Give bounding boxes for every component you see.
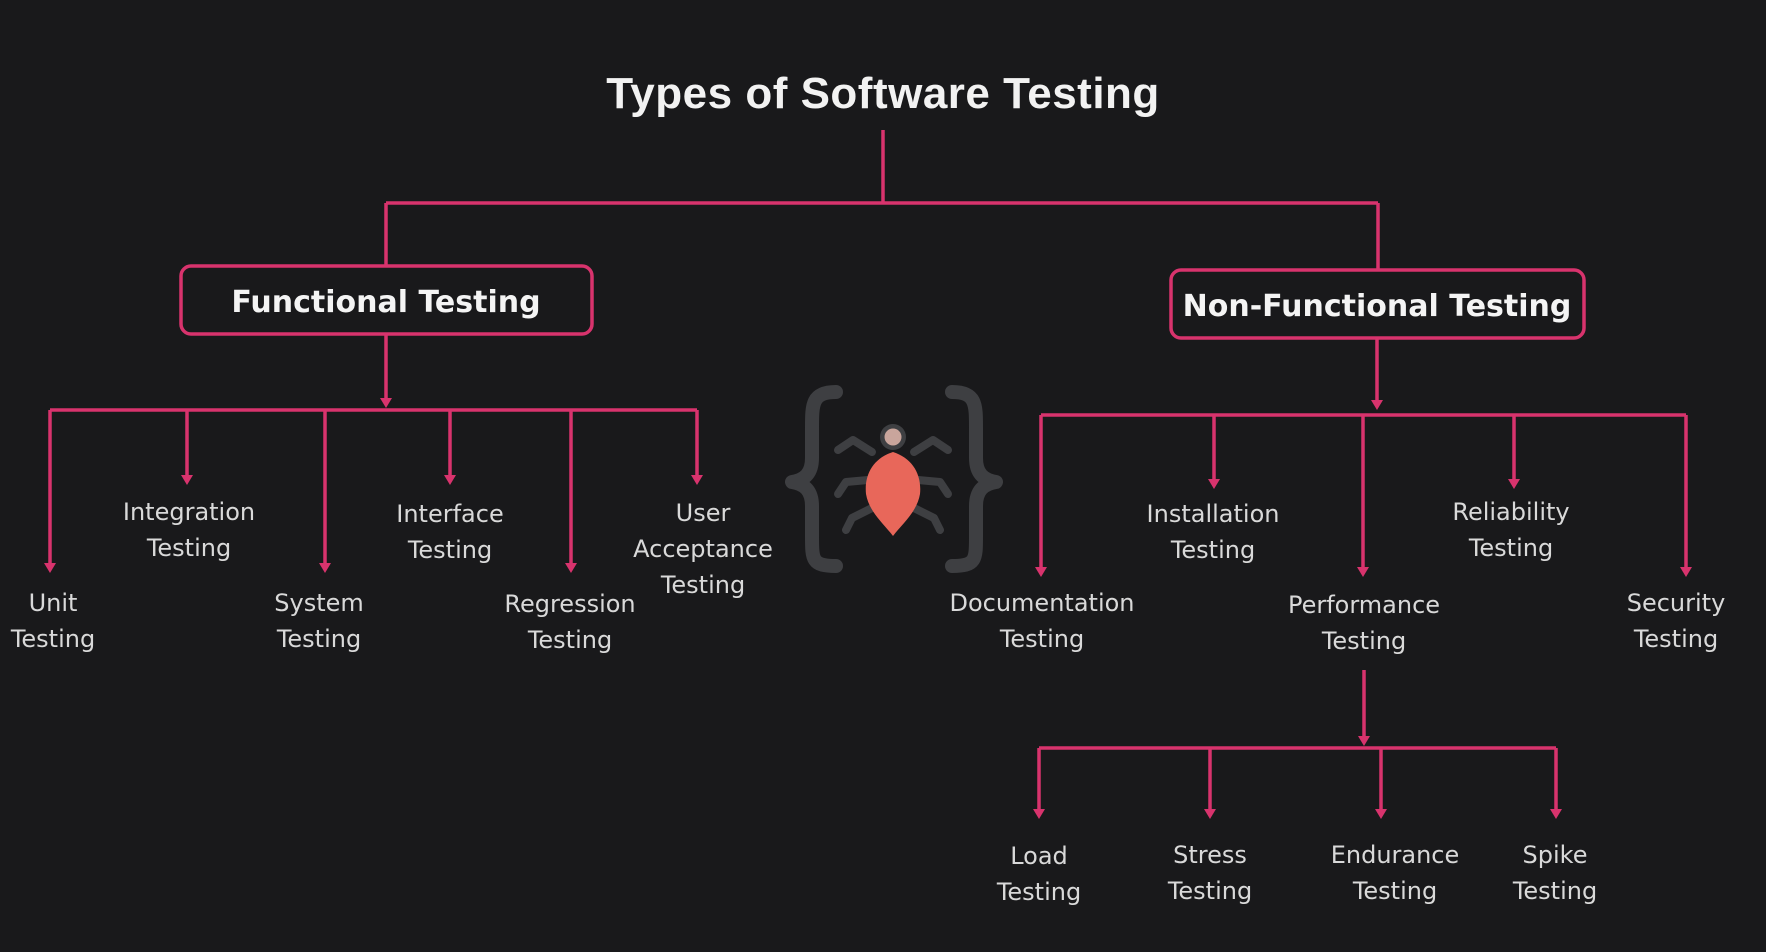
non-functional-leaf-reliability: Reliability Testing <box>1452 498 1569 562</box>
leaf-line: Endurance <box>1331 841 1460 869</box>
leaf-line: System <box>274 589 364 617</box>
performance-branches <box>1033 670 1562 819</box>
non-functional-leaf-documentation: Documentation Testing <box>949 589 1134 653</box>
leaf-line: Stress <box>1173 841 1247 869</box>
leaf-line: Testing <box>1468 534 1553 562</box>
diagram-title: Types of Software Testing <box>606 69 1160 118</box>
non-functional-leaf-performance: Performance Testing <box>1288 591 1440 655</box>
leaf-line: Testing <box>1512 877 1597 905</box>
leaf-line: Testing <box>1170 536 1255 564</box>
leaf-line: Testing <box>999 625 1084 653</box>
leaf-line: User <box>676 499 731 527</box>
functional-leaf-interface: Interface Testing <box>396 500 503 564</box>
leaf-line: Installation <box>1147 500 1280 528</box>
non-functional-branches <box>1035 338 1692 577</box>
leaf-line: Spike <box>1523 841 1588 869</box>
functional-testing-node: Functional Testing <box>179 264 594 336</box>
leaf-line: Integration <box>123 498 255 526</box>
non-functional-leaf-security: Security Testing <box>1627 589 1726 653</box>
functional-branches <box>44 334 703 573</box>
leaf-line: Documentation <box>949 589 1134 617</box>
non-functional-testing-label: Non-Functional Testing <box>1183 289 1572 324</box>
leaf-line: Regression <box>504 590 635 618</box>
leaf-line: Testing <box>1352 877 1437 905</box>
functional-leaf-system: System Testing <box>274 589 364 653</box>
leaf-line: Testing <box>1167 877 1252 905</box>
leaf-line: Testing <box>996 878 1081 906</box>
leaf-line: Reliability <box>1452 498 1569 526</box>
functional-leaf-regression: Regression Testing <box>504 590 635 654</box>
leaf-line: Testing <box>1321 627 1406 655</box>
leaf-line: Unit <box>29 589 78 617</box>
performance-leaf-endurance: Endurance Testing <box>1331 841 1460 905</box>
leaf-line: Performance <box>1288 591 1440 619</box>
leaf-line: Interface <box>396 500 503 528</box>
leaf-line: Testing <box>527 626 612 654</box>
functional-leaf-integration: Integration Testing <box>123 498 255 562</box>
non-functional-leaf-installation: Installation Testing <box>1147 500 1280 564</box>
leaf-line: Testing <box>660 571 745 599</box>
leaf-line: Testing <box>407 536 492 564</box>
root-connectors <box>384 130 1380 270</box>
functional-leaf-unit: Unit Testing <box>10 589 95 653</box>
leaf-line: Testing <box>1633 625 1718 653</box>
functional-leaf-user-acceptance: User Acceptance Testing <box>633 499 773 599</box>
leaf-line: Testing <box>10 625 95 653</box>
leaf-line: Acceptance <box>633 535 773 563</box>
non-functional-testing-node: Non-Functional Testing <box>1169 268 1586 340</box>
leaf-line: Security <box>1627 589 1726 617</box>
performance-leaf-stress: Stress Testing <box>1167 841 1252 905</box>
bug-icon <box>785 385 1003 573</box>
leaf-line: Load <box>1010 842 1068 870</box>
leaf-line: Testing <box>146 534 231 562</box>
leaf-line: Testing <box>276 625 361 653</box>
performance-leaf-spike: Spike Testing <box>1512 841 1597 905</box>
performance-leaf-load: Load Testing <box>996 842 1081 906</box>
functional-testing-label: Functional Testing <box>231 285 540 320</box>
